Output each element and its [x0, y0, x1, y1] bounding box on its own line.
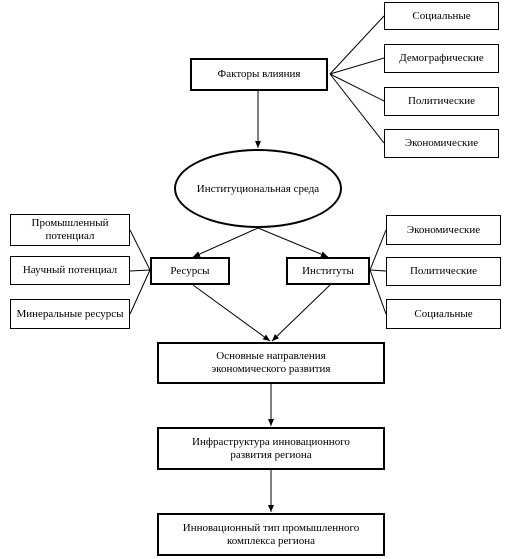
institute-social-label: Социальные: [414, 307, 473, 320]
factor-political-box: Политические: [384, 87, 499, 116]
factors-label: Факторы влияния: [217, 68, 301, 80]
factor-social-box: Социальные: [384, 2, 499, 30]
innovative-complex-box: Инновационный тип промышленного комплекс…: [157, 513, 385, 556]
resource-industrial-box: Промышленный потенциал: [10, 214, 130, 246]
resources-label: Ресурсы: [170, 264, 210, 277]
resource-scientific-label: Научный потенциал: [22, 264, 118, 276]
resource-mineral-box: Минеральные ресурсы: [10, 299, 130, 329]
resource-scientific-box: Научный потенциал: [10, 256, 130, 285]
institute-social-box: Социальные: [386, 299, 501, 329]
resources-box: Ресурсы: [150, 257, 230, 285]
institute-economic-label: Экономические: [406, 223, 481, 236]
innovative-complex-label: Инновационный тип промышленного комплекс…: [182, 521, 360, 547]
factor-political-label: Политические: [407, 95, 476, 107]
factor-demographic-box: Демографические: [384, 44, 499, 73]
institutional-environment-label: Институциональная среда: [196, 182, 320, 195]
institutes-label: Институты: [302, 264, 354, 277]
institute-political-box: Политические: [386, 257, 501, 286]
factor-demographic-label: Демографические: [399, 52, 484, 64]
resource-mineral-label: Минеральные ресурсы: [16, 307, 124, 320]
resource-industrial-label: Промышленный потенциал: [31, 217, 109, 242]
innovation-infrastructure-label: Инфраструктура инновационного развития р…: [192, 435, 350, 461]
factors-box: Факторы влияния: [190, 58, 328, 91]
economic-directions-label: Основные направления экономического разв…: [211, 350, 331, 375]
factor-social-label: Социальные: [412, 9, 471, 22]
institutional-environment-ellipse: Институциональная среда: [174, 149, 342, 228]
institute-political-label: Политические: [409, 265, 478, 277]
economic-directions-box: Основные направления экономического разв…: [157, 342, 385, 384]
institutes-box: Институты: [286, 257, 370, 285]
institute-economic-box: Экономические: [386, 215, 501, 245]
factor-economic-box: Экономические: [384, 129, 499, 158]
factor-economic-label: Экономические: [404, 137, 479, 149]
innovation-infrastructure-box: Инфраструктура инновационного развития р…: [157, 427, 385, 470]
